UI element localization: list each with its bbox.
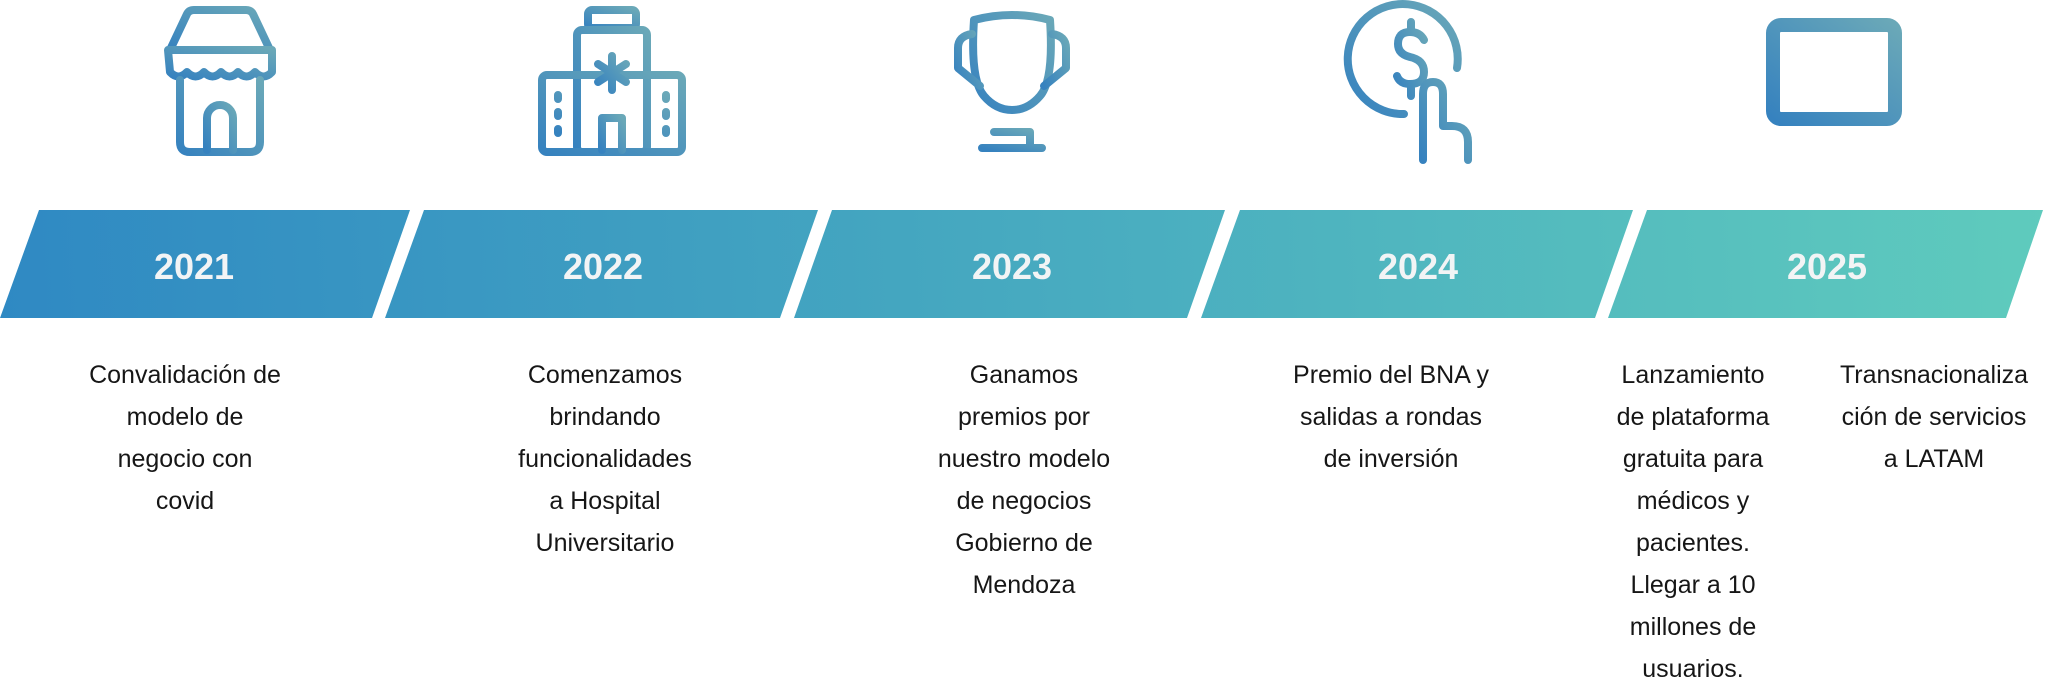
year-label-2023: 2023: [971, 246, 1053, 287]
trophy-icon: [932, 0, 1092, 165]
year-label-2021: 2021: [153, 246, 235, 287]
description-line: Ganamos: [969, 361, 1079, 389]
description-line: millones de: [1629, 613, 1757, 641]
description-line: negocio con: [117, 445, 253, 473]
description-line: médicos y: [1636, 487, 1750, 515]
year-label-2022: 2022: [562, 246, 644, 287]
description-line: Gobierno de: [955, 529, 1093, 557]
description-2021: Convalidación de modelo de negocio con c…: [55, 354, 315, 522]
description-2025: Lanzamiento de plataforma gratuita para …: [1598, 354, 1788, 690]
band-2022: [385, 210, 818, 318]
year-label-2025: 2025: [1786, 246, 1868, 287]
description-line: de inversión: [1323, 445, 1459, 473]
description-line: de plataforma: [1616, 403, 1770, 431]
description-2024: Premio del BNA y salidas a rondas de inv…: [1261, 354, 1521, 480]
description-line: usuarios.: [1642, 655, 1744, 683]
description-line: Transnacionaliza: [1839, 361, 2029, 389]
description-line: ción de servicios: [1841, 403, 2027, 431]
store-icon: [130, 0, 290, 165]
band-2025: [1608, 210, 2043, 318]
dollar-hand-icon: [1340, 0, 1500, 165]
band-2023: [794, 210, 1225, 318]
description-line: Universitario: [535, 529, 675, 557]
description-line: covid: [155, 487, 215, 515]
description-line: nuestro modelo: [937, 445, 1111, 473]
description-line: premios por: [958, 403, 1090, 431]
description-line: salidas a rondas: [1299, 403, 1483, 431]
description-line: Comenzamos: [527, 361, 683, 389]
description-line: a LATAM: [1883, 445, 1985, 473]
monitor-icon: [1756, 0, 1916, 165]
description-line: Mendoza: [972, 571, 1076, 599]
description-line: Convalidación de: [89, 361, 281, 389]
description-line: modelo de: [126, 403, 244, 431]
description-2023: Ganamos premios por nuestro modelo de ne…: [894, 354, 1154, 606]
band-2021: [0, 210, 410, 318]
description-line: pacientes.: [1636, 529, 1750, 557]
description-2025-extra: Transnacionaliza ción de servicios a LAT…: [1824, 354, 2044, 480]
description-line: Lanzamiento: [1621, 361, 1765, 389]
description-line: Llegar a 10: [1630, 571, 1756, 599]
description-line: brindando: [549, 403, 661, 431]
year-label-2024: 2024: [1377, 246, 1459, 287]
description-line: gratuita para: [1622, 445, 1764, 473]
description-line: a Hospital: [549, 487, 661, 515]
description-2022: Comenzamos brindando funcionalidades a H…: [475, 354, 735, 564]
description-line: funcionalidades: [518, 445, 692, 473]
band-2024: [1201, 210, 1633, 318]
hospital-icon: [532, 0, 692, 165]
description-line: de negocios: [956, 487, 1092, 515]
description-line: Premio del BNA y: [1293, 361, 1489, 389]
